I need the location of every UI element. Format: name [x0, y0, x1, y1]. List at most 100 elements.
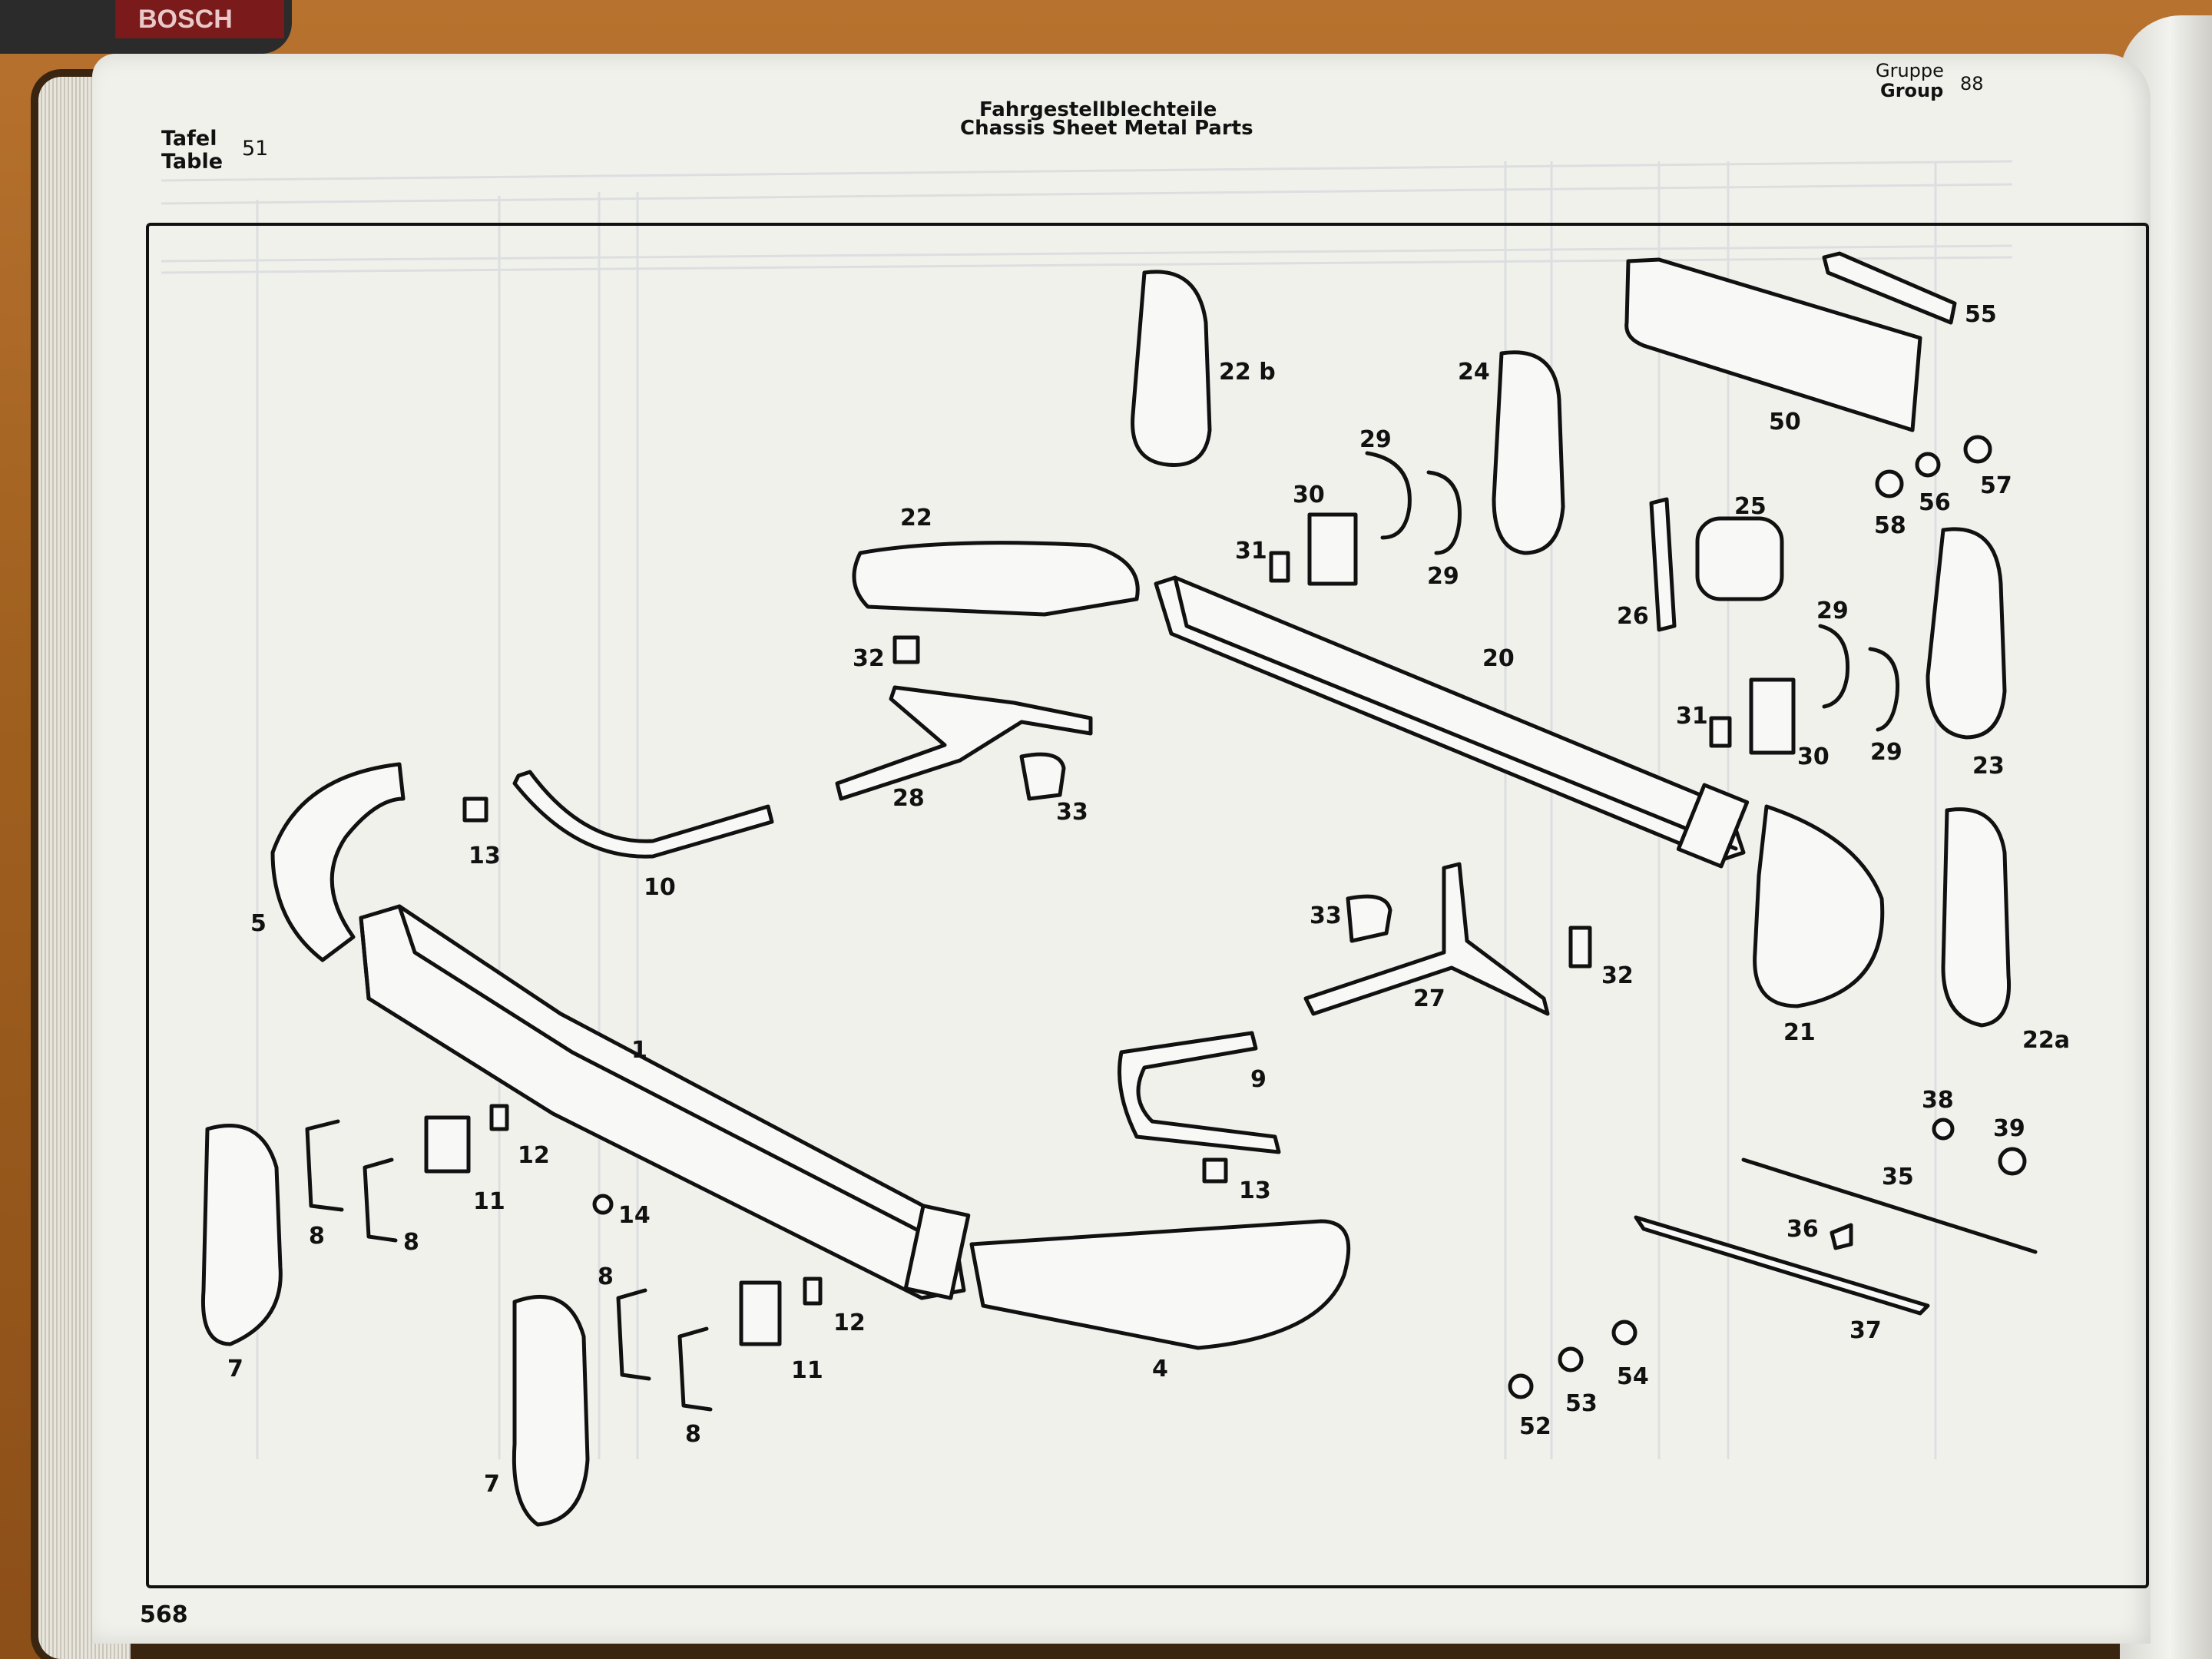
callout-33a: 33	[1056, 799, 1088, 826]
part-corner-guard-left	[270, 762, 406, 962]
part-overrider-22b	[1131, 270, 1212, 467]
callout-30a: 30	[1293, 482, 1325, 508]
callout-55: 55	[1965, 301, 1997, 328]
callout-29b: 29	[1427, 563, 1459, 590]
callout-54: 54	[1617, 1363, 1649, 1390]
callout-8a: 8	[309, 1223, 325, 1250]
callout-29c: 29	[1816, 598, 1849, 624]
callout-26: 26	[1617, 603, 1649, 630]
part-strip-37	[1634, 1215, 1930, 1316]
part-nut-31a	[1269, 551, 1290, 583]
part-nut-12a	[489, 1104, 509, 1131]
part-plate-11b	[739, 1280, 782, 1346]
part-strip-35	[1741, 1157, 2038, 1254]
callout-33b: 33	[1310, 902, 1342, 929]
callout-5: 5	[250, 910, 267, 937]
callout-38: 38	[1922, 1087, 1954, 1114]
part-washer-14	[592, 1194, 614, 1215]
part-clip-36	[1830, 1223, 1853, 1250]
callout-4: 4	[1152, 1356, 1168, 1382]
part-block-33a	[1019, 752, 1066, 801]
part-block-33b	[1346, 894, 1392, 943]
callout-13a: 13	[469, 843, 501, 869]
callout-31a: 31	[1235, 538, 1267, 565]
callout-14: 14	[618, 1202, 651, 1229]
bosch-label: BOSCH	[115, 0, 284, 38]
gruppe-label: Gruppe	[1876, 60, 1944, 81]
callout-37: 37	[1849, 1317, 1882, 1344]
part-nut-31b	[1709, 716, 1732, 748]
callout-25: 25	[1734, 493, 1767, 520]
table-label: Table	[161, 150, 224, 174]
callout-27: 27	[1413, 985, 1445, 1012]
part-nut-13b	[1202, 1157, 1228, 1184]
callout-36: 36	[1786, 1216, 1819, 1243]
group-number: 88	[1960, 73, 1984, 94]
callout-35: 35	[1882, 1164, 1914, 1190]
callout-31b: 31	[1676, 703, 1708, 730]
callout-22a: 22a	[2022, 1027, 2070, 1054]
part-plate-light-25	[1695, 516, 1784, 601]
part-rear-corner-guard	[1753, 804, 1885, 1008]
part-screw-57	[1963, 435, 1992, 464]
part-bracket-27	[1303, 862, 1550, 1016]
callout-12a: 12	[518, 1142, 550, 1169]
part-washer-58	[1875, 469, 1904, 498]
part-nut-13a	[462, 796, 488, 823]
callout-22: 22	[900, 505, 932, 531]
part-overrider-b	[512, 1294, 590, 1527]
part-washer-52	[1508, 1373, 1534, 1399]
page-number: 568	[140, 1601, 188, 1628]
callout-30b: 30	[1797, 743, 1830, 770]
callout-50: 50	[1769, 409, 1801, 435]
callout-29a: 29	[1359, 426, 1392, 453]
part-clips-8	[305, 1119, 713, 1412]
callout-1: 1	[631, 1037, 647, 1064]
callout-8b: 8	[403, 1229, 419, 1256]
part-grommet-38	[1932, 1118, 1955, 1141]
callout-57: 57	[1980, 472, 2012, 499]
part-overrider-23	[1926, 527, 2007, 740]
part-nut-32b	[1568, 926, 1592, 969]
callout-53: 53	[1565, 1390, 1598, 1417]
callout-39: 39	[1993, 1115, 2025, 1142]
part-grommet-39	[1998, 1147, 2027, 1176]
callout-56: 56	[1919, 489, 1951, 516]
part-rear-bumper-bar	[1154, 575, 1750, 869]
callout-28: 28	[892, 785, 925, 812]
part-overrider-a	[200, 1124, 283, 1346]
callout-52: 52	[1519, 1413, 1551, 1440]
callout-7b: 7	[484, 1471, 500, 1498]
part-bracket-10	[512, 770, 774, 859]
title-english: Chassis Sheet Metal Parts	[960, 117, 1253, 140]
callout-21: 21	[1783, 1019, 1816, 1046]
part-rear-shell-22	[852, 541, 1140, 617]
callout-32a: 32	[853, 645, 885, 672]
part-overrider-24	[1492, 350, 1565, 555]
tafel-label: Tafel	[161, 127, 217, 151]
part-nut-12b	[803, 1277, 823, 1306]
group-label: Group	[1880, 80, 1944, 101]
part-bracket-9	[1118, 1031, 1281, 1154]
part-overrider-22a	[1941, 807, 2012, 1028]
callout-23: 23	[1972, 753, 2005, 780]
part-washer-53	[1558, 1346, 1584, 1373]
callout-13b: 13	[1239, 1177, 1271, 1204]
part-strip-26	[1649, 497, 1677, 632]
part-front-bumper-shell	[969, 1219, 1351, 1350]
callout-7a: 7	[227, 1356, 243, 1382]
callout-11a: 11	[473, 1188, 505, 1215]
part-strip-55	[1822, 251, 1957, 325]
callout-32b: 32	[1601, 962, 1634, 989]
callout-58: 58	[1874, 512, 1906, 539]
part-plate-30b	[1749, 677, 1796, 755]
callout-20: 20	[1482, 645, 1515, 672]
part-license-plate-50	[1624, 257, 1922, 432]
part-plate-30a	[1307, 512, 1358, 586]
part-front-bumper-bar	[359, 904, 971, 1300]
callout-29d: 29	[1870, 739, 1902, 766]
part-bracket-28	[835, 685, 1093, 801]
table-number: 51	[242, 137, 269, 161]
callout-8c: 8	[598, 1263, 614, 1290]
